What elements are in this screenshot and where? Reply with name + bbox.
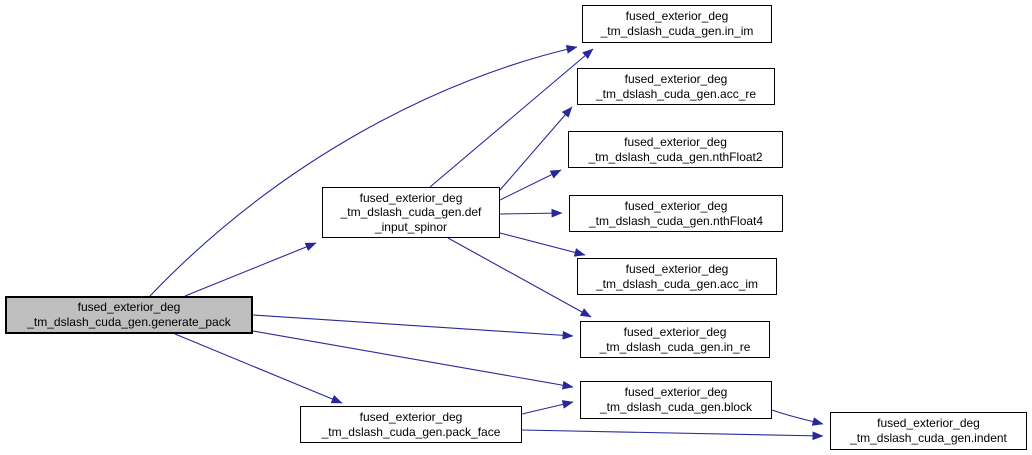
graph-node-in_re[interactable]: fused_exterior_deg _tm_dslash_cuda_gen.i… [580, 321, 770, 358]
edge-generate_pack-def_input_spinor [184, 242, 317, 297]
edge-pack_face-indent [521, 429, 824, 441]
graph-node-acc_im[interactable]: fused_exterior_deg _tm_dslash_cuda_gen.a… [577, 258, 777, 295]
edge-def_input_spinor-nthFloat4 [499, 208, 563, 218]
node-label: fused_exterior_deg _tm_dslash_cuda_gen.d… [340, 190, 482, 234]
node-label: fused_exterior_deg _tm_dslash_cuda_gen.i… [850, 416, 1007, 445]
graph-node-indent[interactable]: fused_exterior_deg _tm_dslash_cuda_gen.i… [830, 412, 1027, 450]
graph-node-block[interactable]: fused_exterior_deg _tm_dslash_cuda_gen.b… [580, 381, 772, 419]
graph-node-generate_pack: fused_exterior_deg _tm_dslash_cuda_gen.g… [5, 296, 253, 334]
edge-generate_pack-pack_face [174, 333, 343, 404]
node-label: fused_exterior_deg _tm_dslash_cuda_gen.i… [600, 9, 754, 38]
node-label: fused_exterior_deg _tm_dslash_cuda_gen.g… [27, 300, 231, 329]
edge-def_input_spinor-nthFloat2 [499, 169, 562, 201]
edge-def_input_spinor-in_im [429, 48, 594, 188]
graph-node-acc_re[interactable]: fused_exterior_deg _tm_dslash_cuda_gen.a… [577, 68, 775, 105]
node-label: fused_exterior_deg _tm_dslash_cuda_gen.a… [595, 71, 757, 101]
node-label: fused_exterior_deg _tm_dslash_cuda_gen.n… [588, 134, 763, 164]
graph-node-in_im[interactable]: fused_exterior_deg _tm_dslash_cuda_gen.i… [582, 5, 772, 43]
edge-generate_pack-block [252, 330, 574, 390]
node-label: fused_exterior_deg _tm_dslash_cuda_gen.n… [588, 198, 764, 228]
graph-node-pack_face[interactable]: fused_exterior_deg _tm_dslash_cuda_gen.p… [300, 406, 522, 443]
graph-node-nthFloat2[interactable]: fused_exterior_deg _tm_dslash_cuda_gen.n… [568, 131, 783, 168]
node-label: fused_exterior_deg _tm_dslash_cuda_gen.p… [321, 409, 501, 439]
edge-pack_face-block [521, 400, 574, 415]
node-label: fused_exterior_deg _tm_dslash_cuda_gen.a… [595, 261, 759, 291]
edge-generate_pack-in_im [149, 45, 578, 297]
node-label: fused_exterior_deg _tm_dslash_cuda_gen.b… [599, 385, 753, 414]
edge-def_input_spinor-acc_im [499, 232, 586, 257]
edge-generate_pack-in_re [252, 314, 574, 340]
graph-node-nthFloat4[interactable]: fused_exterior_deg _tm_dslash_cuda_gen.n… [569, 195, 783, 232]
node-label: fused_exterior_deg _tm_dslash_cuda_gen.i… [599, 324, 751, 354]
edge-def_input_spinor-acc_re [499, 106, 573, 191]
edge-block-indent [771, 409, 824, 426]
graph-node-def_input_spinor[interactable]: fused_exterior_deg _tm_dslash_cuda_gen.d… [322, 187, 500, 238]
edge-def_input_spinor-in_re [447, 237, 592, 318]
